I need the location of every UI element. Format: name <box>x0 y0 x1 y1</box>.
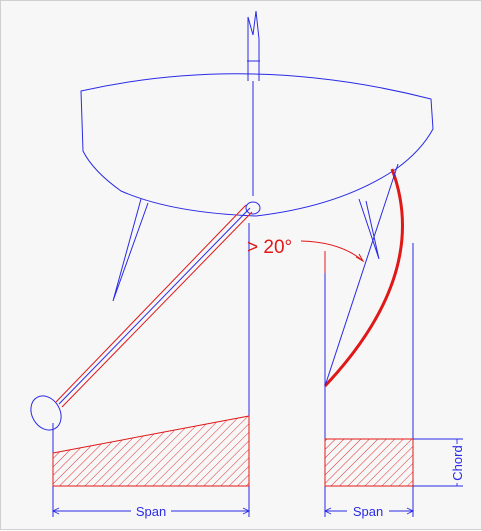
chord-label: Chord <box>450 445 465 480</box>
left-foil-arm <box>55 204 253 408</box>
right-span-dimension: Span <box>323 504 415 519</box>
right-planform <box>324 438 414 487</box>
mast <box>247 10 260 196</box>
span-left-label: Span <box>136 504 166 519</box>
right-strut <box>358 198 380 260</box>
span-right-label: Span <box>353 504 383 519</box>
left-span-dimension: Span <box>51 504 251 519</box>
chord-dimension: Chord <box>413 438 465 487</box>
angle-label: > 20° <box>247 237 292 258</box>
left-foil-tip <box>30 395 62 431</box>
hull <box>80 73 434 217</box>
left-planform <box>52 415 250 487</box>
left-strut <box>112 198 149 302</box>
angle-indicator: > 20° <box>247 237 365 273</box>
pivot <box>245 201 261 215</box>
